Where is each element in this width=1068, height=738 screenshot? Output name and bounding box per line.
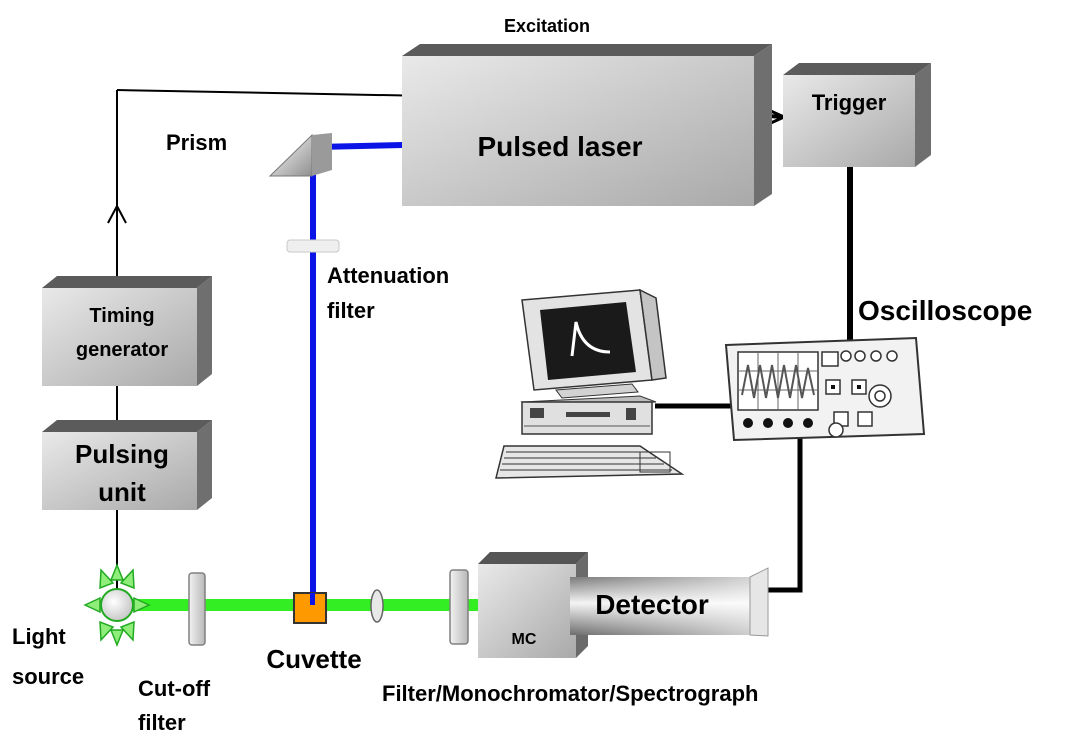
computer <box>495 288 685 479</box>
decay-curve-icon <box>570 321 611 357</box>
cuvette-cell <box>293 592 327 624</box>
timing-generator-box <box>42 276 212 386</box>
attenuation-label-line1: Attenuation <box>327 263 449 288</box>
cuvette-label: Cuvette <box>266 644 361 674</box>
arrow-up-icon <box>107 203 127 224</box>
attenuation-filter-disc <box>286 239 340 253</box>
trigger-label: Trigger <box>812 90 887 115</box>
filter-monochromator-spectrograph-label: Filter/Monochromator/Spectrograph <box>382 681 758 706</box>
detector-tube <box>570 567 769 637</box>
pulsed-laser-label: Pulsed laser <box>478 131 643 162</box>
cutoff-filter-plate <box>188 572 206 646</box>
pulsing-unit-label-line1: Pulsing <box>75 439 169 469</box>
timing-wire <box>107 89 431 590</box>
light-source <box>83 562 151 648</box>
pulsing-unit-label-line2: unit <box>98 477 146 507</box>
mc-label: MC <box>512 631 537 648</box>
cutoff-filter-label-line2: filter <box>138 710 186 735</box>
oscilloscope-device <box>724 336 926 442</box>
prism-label: Prism <box>166 130 227 155</box>
attenuation-label-line2: filter <box>327 298 375 323</box>
waveform-icon <box>741 364 815 399</box>
laser-beam <box>310 142 404 600</box>
pulsed-laser-box <box>402 44 772 206</box>
detector-label: Detector <box>595 589 709 620</box>
prism <box>268 133 332 177</box>
lens <box>370 589 384 623</box>
light-source-label-line2: source <box>12 664 84 689</box>
signal-wire <box>655 403 803 593</box>
light-source-label-line1: Light <box>12 624 66 649</box>
monitor-screen <box>540 302 636 380</box>
timing-generator-label-line2: generator <box>76 339 168 361</box>
oscilloscope-label: Oscilloscope <box>858 295 1032 326</box>
cutoff-filter-label-line1: Cut-off <box>138 676 211 701</box>
detection-filter-plate <box>449 569 469 645</box>
excitation-label: Excitation <box>504 16 590 36</box>
trigger-box <box>783 63 931 167</box>
timing-generator-label-line1: Timing <box>89 305 154 327</box>
pulsing-unit-box <box>42 420 212 510</box>
